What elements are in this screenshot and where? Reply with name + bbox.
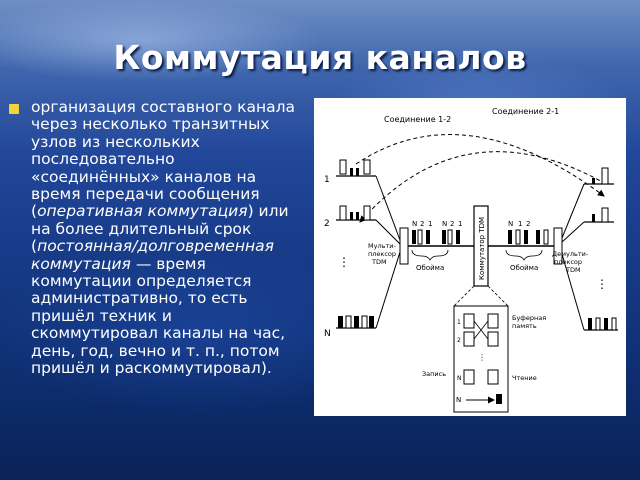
line-2-label: 2 (324, 219, 330, 229)
svg-text:2: 2 (457, 337, 461, 344)
output-line-n (584, 317, 618, 331)
svg-text:1: 1 (428, 220, 432, 228)
bullet-text-emphasis-1: оперативная коммутация (37, 202, 248, 221)
svg-text:N: N (457, 375, 462, 382)
buffer-label-2: память (512, 322, 537, 330)
bullet-text-part-3: — время коммутации определяется админист… (31, 254, 286, 378)
svg-text:1: 1 (458, 220, 462, 228)
bullet-text: организация составного канала через неск… (31, 98, 303, 378)
svg-text:⋮: ⋮ (478, 353, 486, 362)
demux-label-1: Демульти- (552, 250, 589, 258)
circuit-switching-diagram: Соединение 1-2 Соединение 2-1 1 2 N ⋮ Му… (314, 98, 626, 416)
buffer-label-1: Буферная (512, 314, 546, 322)
line-1-label: 1 (324, 175, 330, 185)
bullet-text-emphasis-2: постоянная/долговременная коммутация (31, 237, 274, 273)
mux-box (399, 227, 409, 265)
svg-text:2: 2 (420, 220, 424, 228)
bullet-marker (9, 104, 19, 114)
connection-1-2-label: Соединение 1-2 (384, 115, 451, 124)
frame-label-left: Обойма (416, 264, 444, 272)
connection-2-1-label: Соединение 2-1 (492, 107, 559, 116)
frame-slots-left: N 2 1 N 2 1 (412, 220, 462, 245)
buffer-cells (463, 313, 499, 385)
demux-label-2: плексор (554, 258, 582, 266)
demux-box (553, 227, 563, 265)
svg-text:2: 2 (450, 220, 454, 228)
svg-text:N: N (412, 220, 417, 228)
svg-text:N: N (442, 220, 447, 228)
tdm-switch-label: Коммутатор TDM (478, 217, 486, 280)
connection-arc-1-2 (355, 134, 605, 197)
frame-label-right: Обойма (510, 264, 538, 272)
demux-label-3: TDM (565, 266, 581, 274)
bullet-text-part-2: ) или на более длительный срок ( (31, 202, 289, 256)
svg-text:N: N (456, 396, 461, 404)
bullet-text-part-1: организация составного канала через неск… (31, 98, 296, 221)
svg-text:N: N (508, 220, 513, 228)
input-line-1 (336, 159, 376, 177)
input-line-2 (336, 205, 376, 221)
line-dots-right: ⋮ (596, 277, 608, 291)
output-line-1 (584, 167, 614, 185)
svg-text:2: 2 (526, 220, 530, 228)
slide-title: Коммутация каналов (113, 38, 527, 77)
svg-text:1: 1 (518, 220, 522, 228)
write-label: Запись (422, 370, 446, 378)
svg-text:1: 1 (457, 319, 461, 326)
read-label: Чтение (512, 374, 537, 382)
mux-label-3: TDM (371, 258, 387, 266)
frame-slots-right: N 1 2 (508, 220, 549, 245)
line-n-label: N (324, 329, 331, 339)
mux-label-1: Мульти- (368, 242, 396, 250)
mux-label-2: плексор (368, 250, 396, 258)
output-line-2 (584, 207, 614, 223)
input-line-n (336, 315, 376, 329)
line-dots-left: ⋮ (338, 255, 350, 269)
